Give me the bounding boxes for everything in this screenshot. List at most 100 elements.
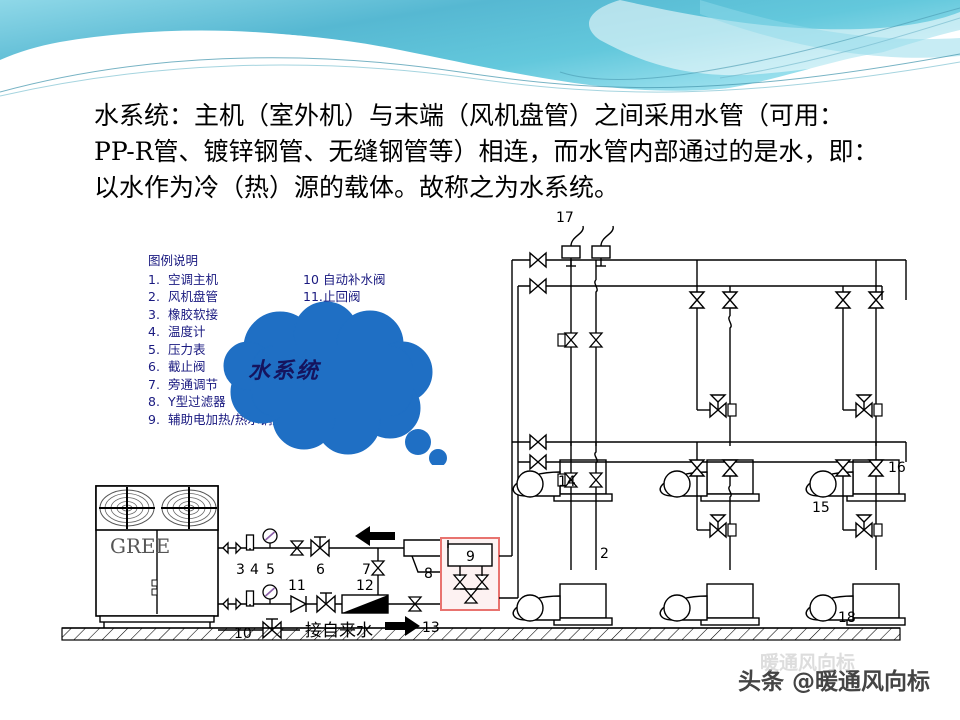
- callout-2: 2: [600, 546, 609, 562]
- callout-5: 5: [266, 562, 275, 578]
- watermark-ghost-text: 暖通风向标: [760, 652, 856, 674]
- legend-column-left: 1.空调主机 2.风机盘管 3.橡胶软接 4.温度计 5.压力表 6.截止阀 7…: [148, 271, 298, 429]
- decorative-wave-banner: [0, 0, 960, 100]
- legend-item-number: 9.: [148, 411, 160, 427]
- stop-valve-6b: [316, 592, 336, 613]
- fcu-a-valve-in: [564, 332, 578, 348]
- chiller-unit: GREE: [95, 485, 219, 628]
- thermometer-4: [245, 534, 255, 551]
- bypass-valve-7: [371, 560, 385, 576]
- callout-10: 10: [234, 626, 252, 642]
- ground-foundation-18: [61, 627, 901, 641]
- callout-8: 8: [424, 566, 433, 582]
- fcu-e-valve-in: [689, 459, 705, 477]
- fcu-b-valve-in: [689, 291, 705, 309]
- legend-item-number: 8.: [148, 394, 160, 409]
- fan-coil-unit-f: [805, 442, 906, 626]
- legend-item-label: 温度计: [168, 324, 206, 339]
- callout-15: 15: [812, 500, 830, 516]
- fan-coil-unit-a: [512, 260, 613, 502]
- chiller-fan-right: [161, 487, 217, 529]
- legend-block: 图例说明 1.空调主机 2.风机盘管 3.橡胶软接 4.温度计 5.压力表 6.…: [148, 252, 448, 431]
- stop-valve-6: [310, 536, 330, 557]
- fcu-c-actuator: [873, 403, 883, 417]
- header-valve-return: [529, 278, 547, 294]
- banner-line-2: [0, 61, 960, 97]
- fcu-a-valve-out: [589, 332, 603, 348]
- legend-item-label: 地基: [323, 411, 349, 426]
- pressure-gauge-5: [262, 528, 278, 549]
- legend-item: 4.温度计: [148, 323, 298, 341]
- legend-item-label: 旁通调节: [168, 376, 219, 392]
- legend-item: 9. 辅助电加热/热水锅炉: [148, 411, 298, 429]
- callout-4: 4: [250, 562, 259, 578]
- intro-paragraph: 水系统：主机（室外机）与末端（风机盘管）之间采用水管（可用：PP-R管、镀锌钢管…: [94, 101, 879, 202]
- banner-wave-white: [0, 30, 960, 100]
- fan-coil-row-upper: [512, 260, 907, 502]
- legend-item-label: 橡胶软接: [168, 306, 219, 322]
- fcu-c-valve-in: [835, 291, 851, 309]
- banner-line-1: [0, 53, 960, 93]
- legend-item: 7. 旁通调节: [148, 376, 298, 394]
- watermark: 暖通风向标 头条 @暖通风向标: [738, 652, 931, 696]
- legend-item-number: 1.: [148, 271, 160, 287]
- watermark-text: 头条 @暖通风向标: [738, 669, 931, 695]
- fan-coil-unit-c: [805, 260, 906, 502]
- legend-item: 自动排气阀: [303, 393, 448, 411]
- banner-ribbon-2: [700, 0, 960, 58]
- legend-item: 1. 空调主机: [148, 271, 298, 289]
- legend-item: 18.地基: [303, 410, 448, 428]
- legend-item-label: 自动补水阀: [323, 271, 386, 287]
- auxiliary-heater-9: [440, 537, 500, 611]
- legend-item: 5.压力表: [148, 341, 298, 359]
- callout-3: 3: [236, 562, 245, 578]
- legend-item-number: 18.: [303, 411, 323, 426]
- callout-7: 7: [362, 562, 371, 578]
- legend-item-number: 10: [303, 271, 319, 287]
- legend-item-number: 11.: [303, 289, 323, 304]
- fcu-c-three-way-valve: [855, 394, 873, 418]
- callout-18: 18: [838, 610, 856, 626]
- callout-14: 14: [558, 474, 576, 490]
- fcu-e-body: [659, 583, 760, 626]
- legend-item: 2.风机盘管: [148, 288, 298, 306]
- banner-line-4: [719, 17, 960, 79]
- water-system-schematic: GREE: [0, 190, 960, 650]
- callout-12: 12: [356, 578, 374, 594]
- legend-item-label: 风机盘管: [168, 289, 219, 304]
- legend-item-label: 自动排气阀: [313, 393, 376, 409]
- lower-header-valve-return: [529, 454, 547, 470]
- fan-coil-unit-b: [659, 260, 760, 502]
- city-water-label: 接自来水: [305, 621, 373, 641]
- callout-numbers: 3 4 5 6 7 8 9 10 11 12 13 14 15 16 17 18…: [234, 210, 906, 642]
- pressure-gauge-5b: [262, 584, 278, 605]
- fan-coil-row-lower: [512, 442, 907, 626]
- banner-line-3: [559, 7, 960, 80]
- fcu-c-valve-out: [868, 291, 884, 309]
- legend-item-number: 5.: [148, 341, 160, 357]
- fcu-b-valve-out: [722, 291, 738, 309]
- fcu-d-body: [512, 583, 613, 626]
- check-valve-11: [290, 595, 307, 613]
- component-12: [341, 594, 389, 614]
- callout-17: 17: [556, 210, 574, 226]
- legend-item: 11.止回阀: [303, 288, 448, 306]
- callout-16: 16: [888, 460, 906, 476]
- legend-item: 3.橡胶软接: [148, 306, 298, 324]
- fcu-d-sensor: [557, 473, 566, 487]
- cloud-label: 水系统: [248, 358, 321, 384]
- callout-6: 6: [316, 562, 325, 578]
- callout-11: 11: [288, 578, 306, 594]
- chiller-brand-label: GREE: [110, 534, 170, 558]
- callout-9: 9: [466, 549, 475, 565]
- legend-item-label: 止回阀: [323, 289, 361, 304]
- upper-supply-header: [512, 225, 906, 302]
- legend-item-number: 7.: [148, 376, 160, 392]
- legend-item-label: 辅助电加热/热水锅炉: [168, 411, 285, 427]
- legend-item-label: 截止阀: [168, 359, 206, 374]
- legend-item-label: 空调主机: [168, 271, 219, 287]
- chiller-fan-left: [99, 487, 155, 529]
